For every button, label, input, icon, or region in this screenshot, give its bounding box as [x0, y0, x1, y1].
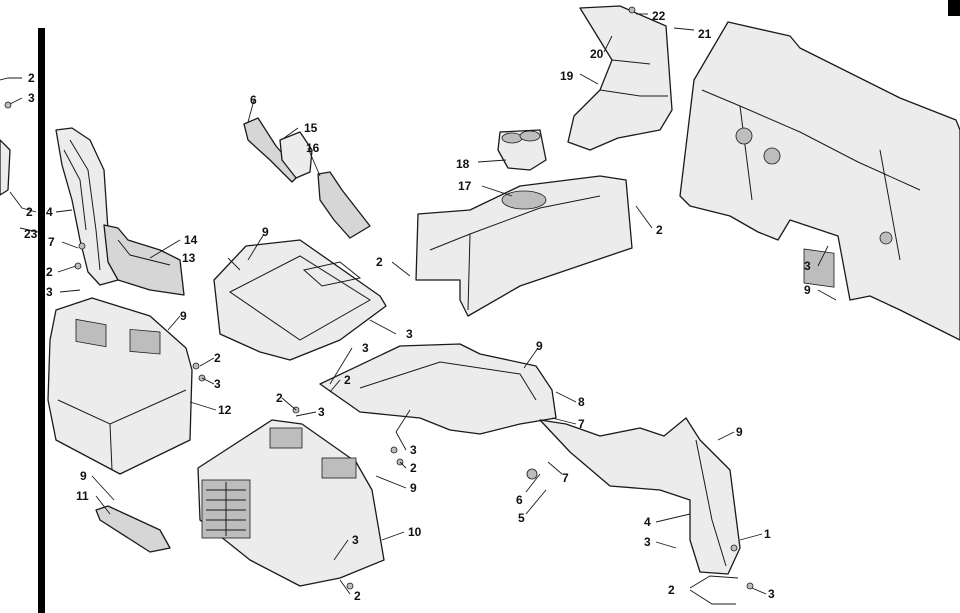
center-console: [415, 175, 633, 317]
callout-label: 10: [408, 525, 422, 539]
fasteners: [4, 6, 754, 590]
callout-label: 2: [354, 589, 361, 603]
callout-label: 19: [560, 69, 574, 83]
callout-label: 2: [28, 71, 35, 85]
callout-label: 2: [214, 351, 221, 365]
callout-label: 9: [536, 339, 543, 353]
callout-label: 7: [578, 417, 585, 431]
leader-lines: [0, 13, 837, 605]
callout-label: 9: [736, 425, 743, 439]
callout-label: 1: [764, 527, 771, 541]
callout-label: 3: [406, 327, 413, 341]
callout-label: 17: [458, 179, 472, 193]
cover-15: [279, 131, 313, 179]
callout-label: 3: [28, 91, 35, 105]
left-edge-bracket: [0, 139, 11, 196]
dash-panel-upper: [567, 5, 673, 151]
callout-label: 2: [46, 265, 53, 279]
callout-label: 4: [644, 515, 651, 529]
callout-label: 7: [48, 235, 55, 249]
callout-label: 4: [46, 205, 53, 219]
callout-label: 5: [518, 511, 525, 525]
callout-label: 2: [410, 461, 417, 475]
callout-label: 3: [214, 377, 221, 391]
callout-label: 2: [344, 373, 351, 387]
callout-label: 9: [180, 309, 187, 323]
left-shroud-panel: [103, 224, 185, 296]
callout-label: 3: [362, 341, 369, 355]
callout-label: 3: [768, 587, 775, 601]
callout-label: 3: [318, 405, 325, 419]
rear-bulkhead-panel: [679, 21, 960, 341]
callout-label: 3: [644, 535, 651, 549]
callout-label: 9: [80, 469, 87, 483]
frame-bar: [38, 28, 45, 613]
callout-label: 2: [656, 223, 663, 237]
cover-16: [317, 171, 371, 239]
callout-label: 3: [410, 443, 417, 457]
callout-label: 2: [668, 583, 675, 597]
callout-label: 18: [456, 157, 470, 171]
callout-label: 16: [306, 141, 320, 155]
callout-label: 8: [578, 395, 585, 409]
callout-label: 3: [46, 285, 53, 299]
callout-label: 9: [804, 283, 811, 297]
callout-label: 21: [698, 27, 712, 41]
callout-label: 11: [76, 489, 89, 503]
callout-label: 3: [352, 533, 359, 547]
callout-label: 9: [410, 481, 417, 495]
storage-bin-lower: [197, 419, 385, 587]
side-panel-right: [539, 417, 741, 575]
callout-label: 12: [218, 403, 232, 417]
handle-11: [95, 505, 171, 553]
callout-label: 13: [182, 251, 196, 265]
cup-holder: [497, 129, 547, 171]
corner-mark: [948, 0, 960, 16]
callout-label: 3: [804, 259, 811, 273]
callout-label: 20: [590, 47, 604, 61]
floor-pan: [319, 343, 557, 435]
glove-box-tray: [213, 239, 387, 361]
callout-label: 2: [276, 391, 283, 405]
callout-label: 6: [516, 493, 523, 507]
callout-label: 22: [652, 9, 666, 23]
callout-label: 15: [304, 121, 318, 135]
callout-label: 2: [26, 205, 33, 219]
storage-bin-upper: [47, 297, 193, 475]
callout-label: 7: [562, 471, 569, 485]
callout-label: 14: [184, 233, 198, 247]
callout-label: 9: [262, 225, 269, 239]
callout-label: 6: [250, 93, 257, 107]
callout-label: 23: [24, 227, 38, 241]
callout-label: 2: [376, 255, 383, 269]
